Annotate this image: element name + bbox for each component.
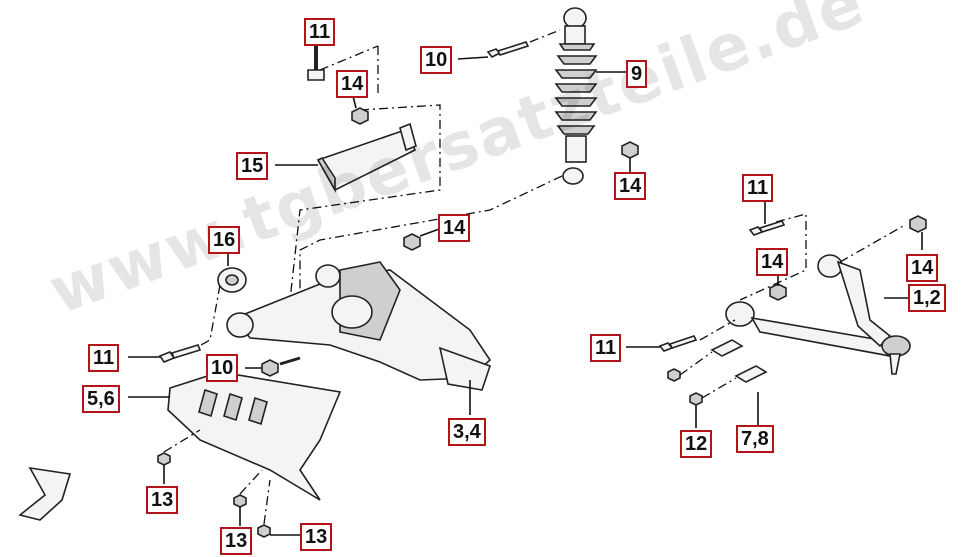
callout-16: 16 bbox=[208, 226, 241, 254]
callout-14-arm: 14 bbox=[756, 248, 789, 276]
bolts-12 bbox=[667, 351, 737, 428]
callout-14-bracket: 14 bbox=[336, 70, 369, 98]
callout-14-right: 14 bbox=[906, 254, 939, 282]
callout-9: 9 bbox=[626, 60, 648, 88]
callout-11-right: 11 bbox=[742, 174, 774, 202]
nut-14-mid bbox=[403, 233, 421, 251]
skid-plate bbox=[128, 371, 342, 501]
callout-14-shock: 14 bbox=[614, 172, 647, 200]
callout-13-right: 13 bbox=[300, 523, 333, 551]
bolt-11-left bbox=[128, 344, 202, 363]
bolt-11-right bbox=[748, 196, 786, 236]
callout-10-lower: 10 bbox=[206, 354, 239, 382]
screws-13 bbox=[157, 429, 300, 538]
callout-11-top: 11 bbox=[304, 18, 336, 46]
callout-11-right-low: 11 bbox=[590, 334, 622, 362]
bolt-10-top bbox=[457, 41, 530, 60]
callout-1-2: 1,2 bbox=[908, 284, 946, 312]
callout-13-bottom: 13 bbox=[220, 527, 253, 555]
upper-a-arm bbox=[725, 254, 911, 375]
callout-15: 15 bbox=[236, 152, 269, 180]
shock-absorber bbox=[554, 7, 626, 185]
nut-14-bracket bbox=[351, 107, 369, 125]
frame-bracket bbox=[18, 466, 72, 521]
callout-3-4: 3,4 bbox=[448, 418, 486, 446]
bolt-11-top bbox=[307, 42, 325, 81]
callout-5-6: 5,6 bbox=[82, 385, 120, 413]
bolt-10-lower bbox=[245, 356, 301, 377]
lower-arm-assembly bbox=[226, 261, 492, 415]
callout-10-top: 10 bbox=[420, 46, 453, 74]
nut-14-shock bbox=[621, 141, 639, 159]
nut-14-right bbox=[909, 215, 927, 233]
nut-14-arm bbox=[769, 283, 787, 301]
bushing-16 bbox=[217, 250, 247, 293]
callout-13-left: 13 bbox=[146, 486, 179, 514]
callout-7-8: 7,8 bbox=[736, 425, 774, 453]
clips-7-8 bbox=[710, 339, 768, 425]
callout-14-mid: 14 bbox=[438, 214, 471, 242]
callout-11-left: 11 bbox=[88, 344, 120, 372]
bolt-11-right-low bbox=[626, 335, 698, 352]
bracket-15 bbox=[275, 122, 417, 194]
callout-12: 12 bbox=[680, 430, 713, 458]
